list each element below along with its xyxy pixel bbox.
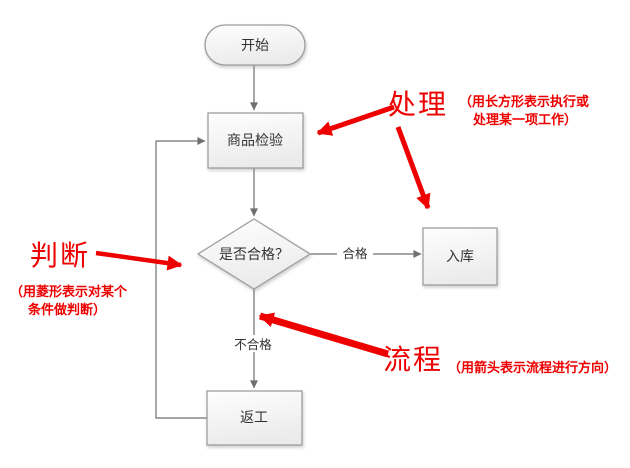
node-rework [206,390,303,446]
pass-label: 合格 [342,246,368,261]
callout-arrow-judge-to-decision [95,250,183,271]
fail-label-bg [230,335,277,352]
node-warehouse [422,227,498,286]
node-warehouse-label: 入库 [446,249,474,265]
callout-judge-title: 判断 [30,239,90,272]
node-start-label: 开始 [241,38,269,54]
node-decision [196,218,312,290]
node-rework-label: 返工 [240,410,268,426]
node-inspect [207,112,304,169]
callout-arrow-process-to-warehouse [395,126,431,210]
callout-flow-desc-line1: （用箭头表示流程进行方向） [448,360,617,376]
callout-process-title: 处理 [388,88,448,121]
callout-judge-desc-line1: （用菱形表示对某个 [10,284,128,300]
fail-label: 不合格 [234,337,272,352]
edge-rework-to-inspect [155,137,207,419]
pass-label-bg [337,245,373,261]
callout-arrow-flow-to-edge [258,312,389,358]
callout-judge-desc-line2: 条件做判断） [28,302,106,318]
node-decision-label: 是否合格？ [219,247,289,263]
callout-process-desc-line2: 处理某一项工作） [472,112,577,128]
node-start [204,24,306,66]
callout-process-desc-line1: （用长方形表示执行或 [459,94,589,110]
callout-flow-title: 流程 [383,343,443,376]
callout-arrow-process-to-inspect [316,104,395,136]
node-inspect-label: 商品检验 [227,133,283,149]
